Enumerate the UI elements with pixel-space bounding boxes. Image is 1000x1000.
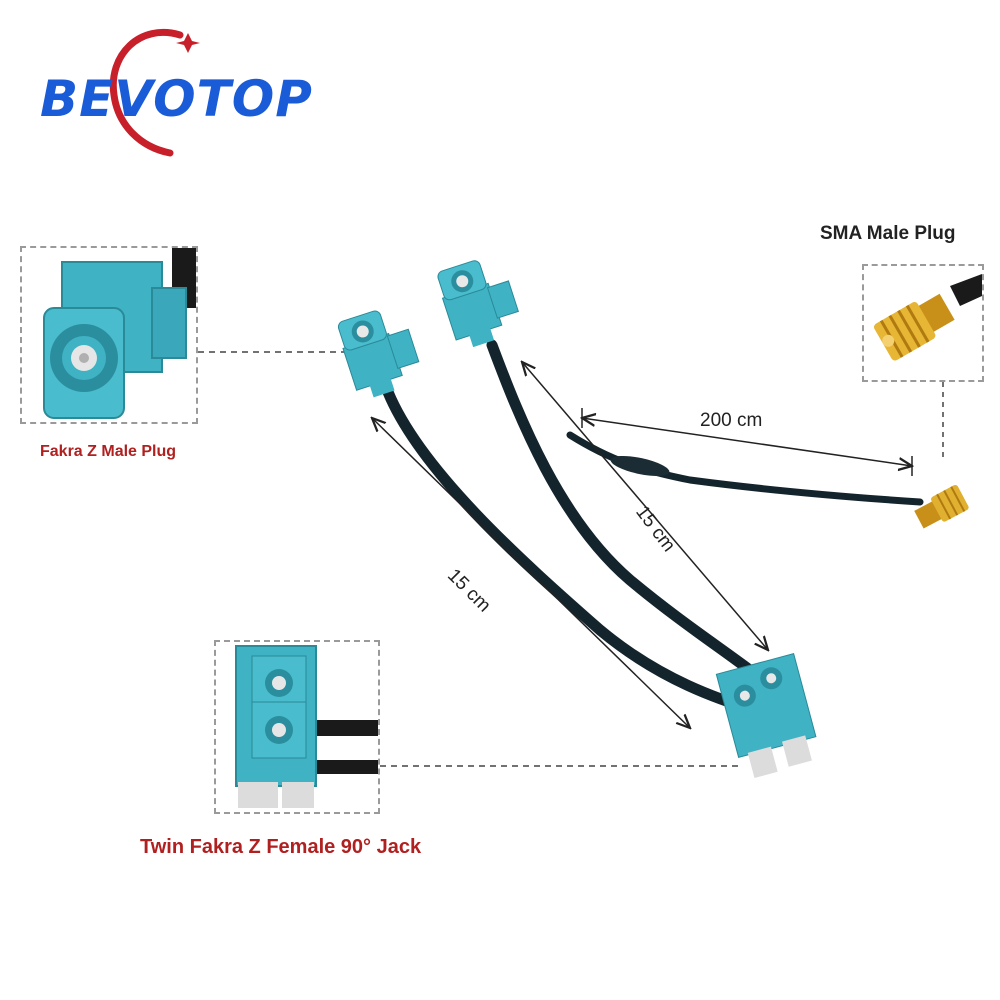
- fakra-male-label: Fakra Z Male Plug: [40, 443, 177, 460]
- dimension-line-sma: [582, 418, 912, 466]
- length-label-sma: 200 cm: [700, 410, 763, 431]
- sma-male-label: SMA Male Plug: [820, 223, 956, 244]
- twin-female-jack-image: [235, 645, 378, 808]
- dimension-line-right: [522, 362, 768, 650]
- fakra-male-connector-right: [437, 260, 519, 348]
- twin-fakra-female-connector: [715, 653, 817, 778]
- sma-male-plug-image: [873, 274, 982, 361]
- twin-female-label: Twin Fakra Z Female 90° Jack: [140, 836, 422, 858]
- sma-connector-main: [914, 484, 969, 529]
- logo-swoosh: [109, 29, 200, 157]
- fakra-male-plug-image: [43, 248, 196, 419]
- twin-female-inset: [214, 640, 380, 814]
- fakra-male-inset: [20, 246, 198, 424]
- fakra-male-connector-left: [337, 310, 420, 398]
- brand-logo: BEVOTOP: [40, 70, 313, 128]
- sma-male-inset: [862, 264, 984, 382]
